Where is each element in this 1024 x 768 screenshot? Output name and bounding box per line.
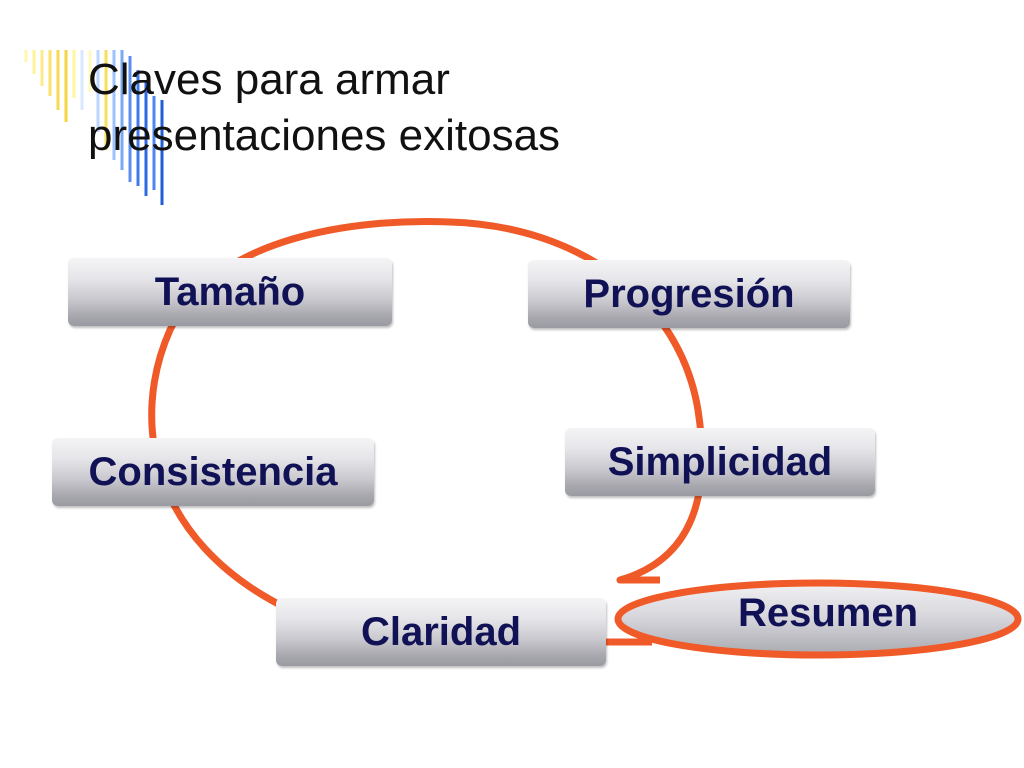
slide-title: Claves para armar presentaciones exitosa… <box>88 52 788 164</box>
node-consistencia: Consistencia <box>52 438 374 506</box>
node-tamano: Tamaño <box>68 258 392 326</box>
node-progresion-label: Progresión <box>583 271 795 316</box>
node-resumen-label: Resumen <box>737 590 919 635</box>
decorative-stripes <box>24 50 164 205</box>
node-progresion: Progresión <box>528 260 850 328</box>
node-tamano-label: Tamaño <box>154 269 306 314</box>
node-claridad: Claridad <box>276 598 606 666</box>
node-simplicidad: Simplicidad <box>565 428 875 496</box>
node-consistencia-label: Consistencia <box>88 449 338 494</box>
slide-title-line-1: Claves para armar <box>88 55 450 104</box>
node-resumen: Resumen <box>640 578 1016 648</box>
node-simplicidad-label: Simplicidad <box>607 439 833 484</box>
node-claridad-label: Claridad <box>360 609 522 654</box>
slide-title-line-2: presentaciones exitosas <box>88 111 561 160</box>
resumen-highlight-ellipse <box>614 579 1022 659</box>
